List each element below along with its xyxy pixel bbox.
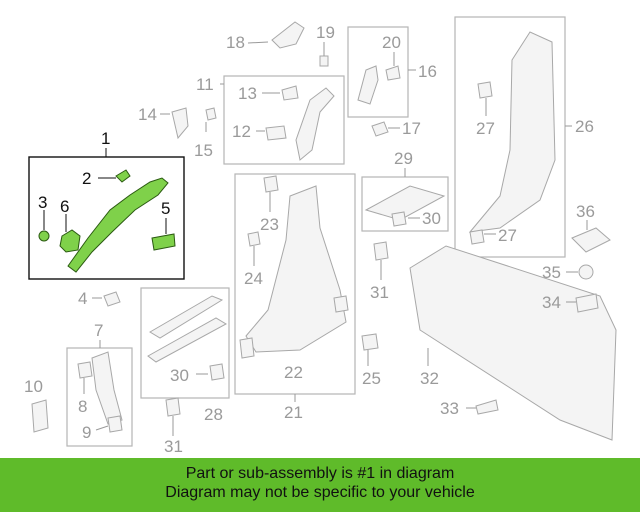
info-banner: Part or sub-assembly is #1 in diagram Di…: [0, 458, 640, 512]
part-28-sill-b: [147, 317, 228, 363]
part-27a: [477, 81, 493, 99]
callout-10: 10: [24, 377, 43, 396]
callout-21: 21: [284, 403, 303, 422]
part-22b: [333, 295, 349, 313]
part-36: [571, 227, 611, 253]
callout-17: 17: [402, 119, 421, 138]
part-22a: [239, 337, 255, 359]
callout-30b: 30: [170, 366, 189, 385]
callout-11: 11: [196, 75, 214, 94]
callout-28: 28: [204, 405, 223, 424]
callout-29: 29: [394, 149, 413, 168]
part-12: [265, 125, 287, 141]
part-11-trim: [295, 87, 335, 161]
group-box-26: [454, 16, 566, 258]
callout-23: 23: [260, 215, 279, 234]
callout-25: 25: [362, 369, 381, 388]
part-15: [205, 107, 217, 121]
part-30a: [391, 211, 407, 227]
callout-19: 19: [316, 23, 335, 42]
callout-27a: 27: [476, 119, 495, 138]
part-13: [281, 85, 299, 101]
callout-27b: 27: [498, 226, 517, 245]
part-33: [475, 399, 499, 415]
highlighted-parts: [38, 169, 176, 273]
part-27b: [469, 229, 485, 245]
callout-14: 14: [138, 105, 157, 124]
callout-32: 32: [420, 369, 439, 388]
part-5-cover[interactable]: [151, 233, 176, 251]
part-32-panel: [409, 245, 617, 441]
callout-8: 8: [78, 397, 87, 416]
callout-3: 3: [38, 193, 47, 212]
callout-2: 2: [82, 169, 91, 188]
part-8: [77, 361, 93, 379]
callout-5: 5: [161, 199, 170, 218]
callout-31a: 31: [370, 283, 389, 302]
part-10: [31, 399, 49, 433]
part-14: [171, 107, 189, 140]
part-35: [578, 264, 594, 280]
callout-18: 18: [226, 33, 245, 52]
part-17: [371, 121, 389, 137]
banner-line-2: Diagram may not be specific to your vehi…: [165, 484, 475, 501]
part-2-clip[interactable]: [115, 169, 131, 183]
callout-16: 16: [418, 62, 437, 81]
callout-35: 35: [542, 263, 561, 282]
callout-33: 33: [440, 399, 459, 418]
callout-36: 36: [576, 202, 595, 221]
part-16: [357, 65, 379, 105]
part-3-fastener[interactable]: [38, 230, 50, 242]
part-25: [361, 333, 379, 351]
part-19: [319, 55, 329, 67]
group-box-28: [140, 287, 230, 399]
part-29: [364, 185, 446, 221]
callout-26: 26: [575, 117, 594, 136]
part-21-pillar: [245, 185, 347, 353]
callout-24: 24: [244, 269, 263, 288]
group-box-16: [347, 26, 409, 118]
part-4: [103, 291, 121, 307]
part-24: [247, 231, 261, 247]
part-9: [107, 415, 123, 433]
callout-30a: 30: [422, 209, 441, 228]
part-20: [385, 65, 401, 81]
callout-9: 9: [82, 423, 91, 442]
callout-4: 4: [78, 289, 87, 308]
part-6-bracket[interactable]: [59, 229, 81, 253]
callout-22: 22: [284, 363, 303, 382]
callout-13: 13: [238, 84, 257, 103]
callout-1: 1: [101, 129, 110, 148]
callout-20: 20: [382, 33, 401, 52]
callout-34: 34: [542, 293, 561, 312]
parts-diagram: 1 2 3 6 5 18 19 11 13 12 14 15 20 16 17 …: [24, 16, 617, 455]
part-28-sill: [149, 295, 224, 339]
part-26-trim: [468, 31, 556, 233]
callout-6: 6: [60, 197, 69, 216]
part-7-trim: [91, 351, 123, 425]
callout-15: 15: [194, 141, 213, 160]
part-31b: [165, 397, 181, 417]
part-1-pillar-trim[interactable]: [67, 177, 169, 273]
part-23: [263, 175, 279, 193]
part-30b: [209, 363, 225, 381]
callout-12: 12: [232, 122, 251, 141]
part-18: [271, 21, 305, 49]
group-box-11: [223, 75, 345, 165]
banner-line-1: Part or sub-assembly is #1 in diagram: [185, 465, 455, 482]
callout-31b: 31: [164, 437, 183, 455]
callout-7: 7: [94, 321, 103, 340]
part-31a: [373, 241, 389, 261]
part-34: [575, 293, 599, 313]
